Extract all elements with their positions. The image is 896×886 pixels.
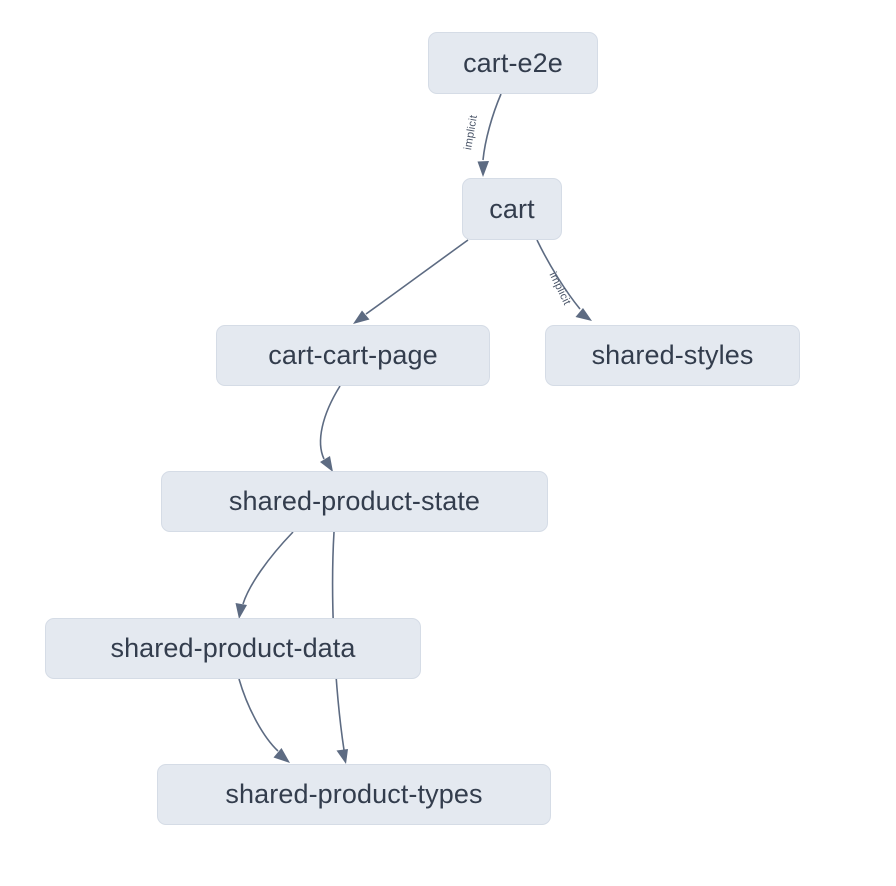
node-cart[interactable]: cart	[462, 178, 562, 240]
node-cart-e2e[interactable]: cart-e2e	[428, 32, 598, 94]
edge-cart-to-cart-cart-page	[353, 239, 469, 324]
arrowhead-icon	[336, 749, 348, 764]
node-label: cart-e2e	[463, 47, 563, 78]
node-shared-product-state[interactable]: shared-product-state	[161, 471, 548, 532]
edge-label-implicit-1: implicit	[462, 114, 480, 151]
edge-path	[242, 531, 294, 605]
edge-label-implicit-2: implicit	[547, 270, 573, 307]
edge-path	[536, 239, 581, 310]
node-label: shared-product-types	[225, 779, 483, 809]
node-label: cart-cart-page	[268, 340, 438, 370]
edge-path	[238, 678, 279, 752]
arrowhead-icon	[320, 456, 333, 472]
node-label: shared-product-state	[228, 486, 481, 516]
edge-path	[482, 93, 502, 161]
node-label: shared-styles	[591, 340, 754, 370]
node-label: cart	[489, 193, 535, 224]
node-label: shared-product-data	[110, 633, 356, 663]
arrowhead-icon	[477, 161, 489, 177]
edge-path	[365, 239, 469, 315]
node-shared-product-types[interactable]: shared-product-types	[157, 764, 551, 825]
arrowhead-icon	[353, 310, 370, 324]
edge-shared-product-state-to-shared-product-data	[235, 531, 294, 619]
edge-cart-to-shared-styles: implicit	[536, 239, 592, 321]
node-cart-cart-page[interactable]: cart-cart-page	[216, 325, 490, 386]
arrowhead-icon	[273, 748, 290, 763]
node-shared-styles[interactable]: shared-styles	[545, 325, 800, 386]
edge-path	[319, 385, 341, 460]
edge-cart-e2e-to-cart: implicit	[462, 93, 502, 177]
node-shared-product-data[interactable]: shared-product-data	[45, 618, 421, 679]
arrowhead-icon	[235, 603, 247, 619]
edge-shared-product-data-to-shared-product-types	[238, 678, 290, 763]
edge-cart-cart-page-to-shared-product-state	[319, 385, 341, 472]
arrowhead-icon	[575, 308, 592, 321]
